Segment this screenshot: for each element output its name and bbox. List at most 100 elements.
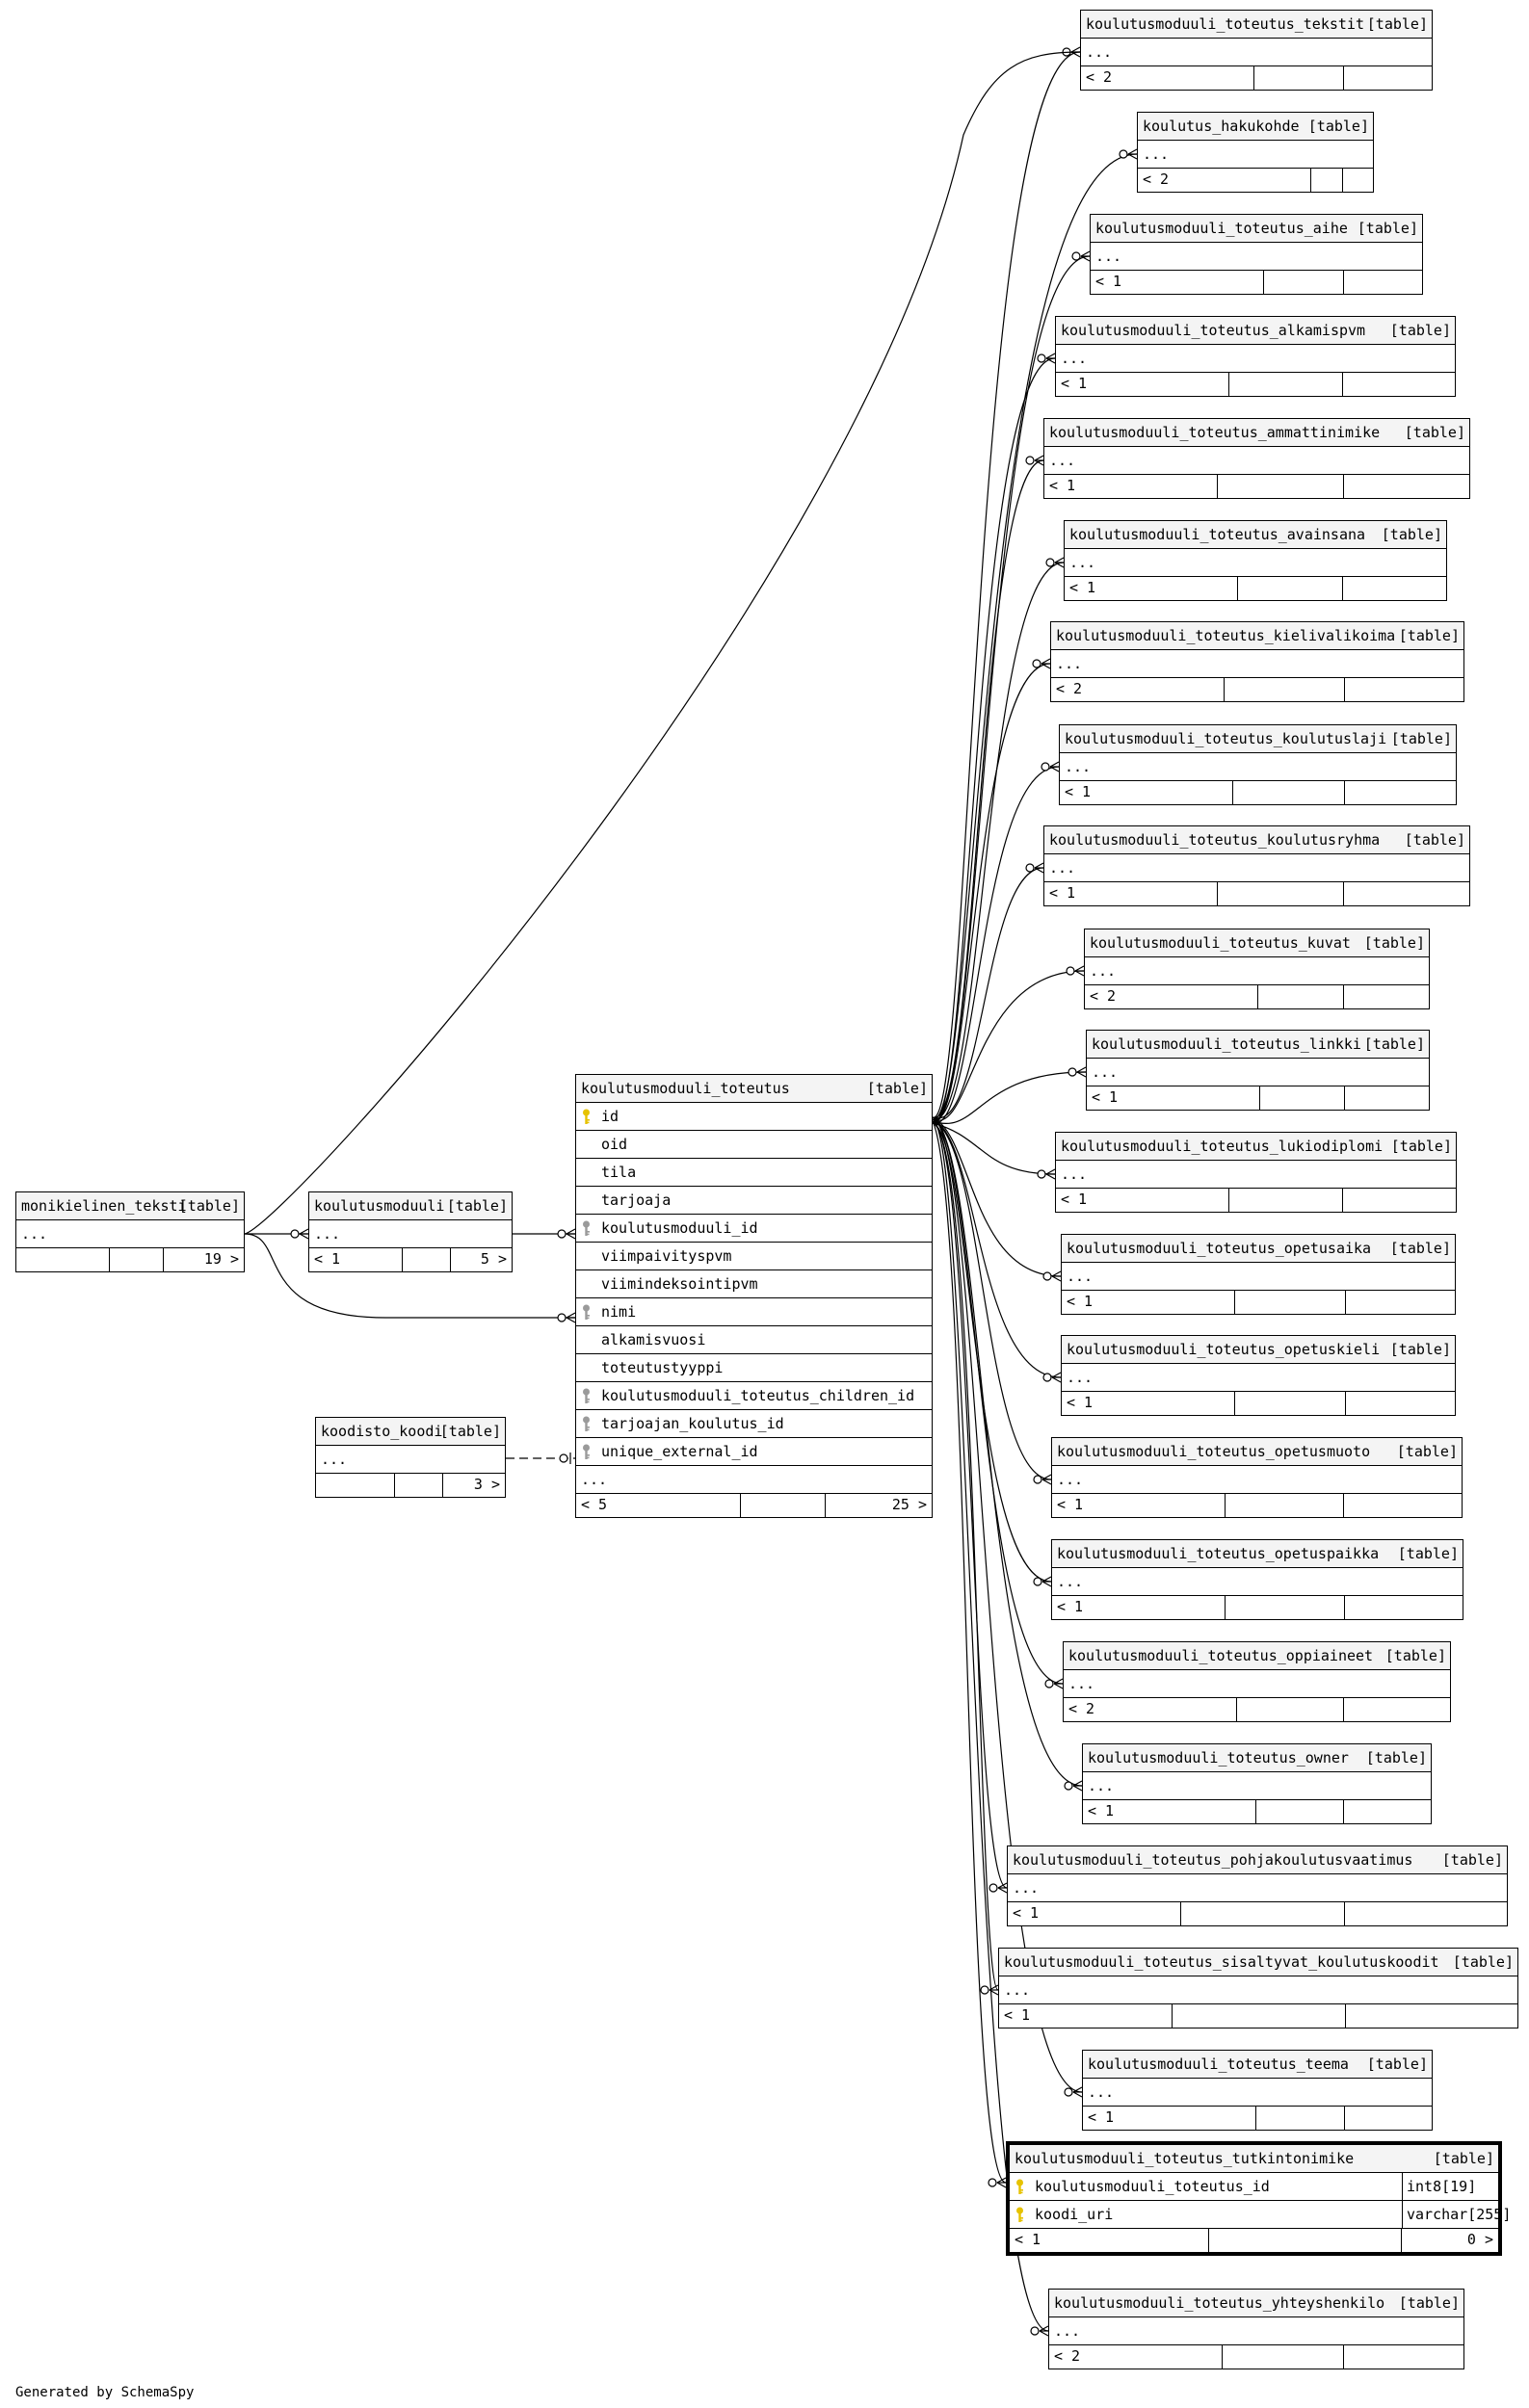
more-columns: ... — [1052, 1466, 1462, 1494]
children-count[interactable] — [1344, 271, 1422, 294]
footer-spacer — [1218, 882, 1344, 905]
table-koulutusmoduuli-toteutus-koulutusryhma[interactable]: koulutusmoduuli_toteutus_koulutusryhma[t… — [1043, 825, 1470, 906]
column-row[interactable]: unique_external_id — [576, 1438, 932, 1466]
table-koulutusmoduuli-toteutus-ammattinimike[interactable]: koulutusmoduuli_toteutus_ammattinimike[t… — [1043, 418, 1470, 499]
table-koulutusmoduuli-toteutus-sisaltyvat-koulutuskoodit[interactable]: koulutusmoduuli_toteutus_sisaltyvat_koul… — [998, 1948, 1518, 2028]
table-koulutusmoduuli-toteutus-kielivalikoima[interactable]: koulutusmoduuli_toteutus_kielivalikoima[… — [1050, 621, 1464, 702]
table-koulutusmoduuli-toteutus-pohjakoulutusvaatimus[interactable]: koulutusmoduuli_toteutus_pohjakoulutusva… — [1007, 1845, 1508, 1926]
children-count[interactable] — [1344, 882, 1469, 905]
parents-count[interactable]: < 1 — [1044, 475, 1218, 498]
children-count[interactable] — [1344, 1494, 1462, 1517]
parents-count[interactable]: < 2 — [1051, 678, 1225, 701]
table-koulutusmoduuli-toteutus-kuvat[interactable]: koulutusmoduuli_toteutus_kuvat[table]...… — [1084, 929, 1430, 1009]
children-count[interactable] — [1345, 1902, 1507, 1925]
parents-count[interactable]: < 1 — [1056, 373, 1229, 396]
column-row[interactable]: viimindeksointipvm — [576, 1270, 932, 1298]
column-row[interactable]: id — [576, 1103, 932, 1131]
children-count[interactable] — [1345, 678, 1463, 701]
children-count[interactable] — [1346, 2004, 1517, 2028]
children-count[interactable] — [1344, 1800, 1431, 1823]
parents-count[interactable]: < 1 — [1044, 882, 1218, 905]
children-count[interactable] — [1344, 985, 1429, 1008]
parents-count[interactable]: < 1 — [1010, 2229, 1209, 2252]
table-koulutusmoduuli-toteutus-linkki[interactable]: koulutusmoduuli_toteutus_linkki[table]..… — [1086, 1030, 1430, 1111]
parents-count[interactable]: < 1 — [1087, 1086, 1260, 1110]
parents-count[interactable]: < 1 — [1062, 1291, 1235, 1314]
parents-count[interactable]: < 1 — [1052, 1494, 1226, 1517]
column-row[interactable]: oid — [576, 1131, 932, 1159]
children-count[interactable] — [1345, 1086, 1429, 1110]
table-koulutusmoduuli[interactable]: koulutusmoduuli [table] ... < 1 5 > — [308, 1191, 513, 1272]
children-count[interactable] — [1345, 781, 1456, 804]
table-koulutusmoduuli-toteutus-opetuspaikka[interactable]: koulutusmoduuli_toteutus_opetuspaikka[ta… — [1051, 1539, 1463, 1620]
parents-count[interactable] — [16, 1248, 110, 1271]
children-count[interactable] — [1344, 66, 1432, 90]
column-row[interactable]: toteutustyyppi — [576, 1354, 932, 1382]
table-koodisto-koodi[interactable]: koodisto_koodi [table] ... 3 > — [315, 1417, 506, 1498]
column-row[interactable]: koulutusmoduuli_id — [576, 1215, 932, 1243]
table-koulutusmoduuli-toteutus-opetuskieli[interactable]: koulutusmoduuli_toteutus_opetuskieli[tab… — [1061, 1335, 1456, 1416]
children-count[interactable] — [1344, 2345, 1463, 2369]
parents-count[interactable]: < 2 — [1081, 66, 1254, 90]
table-tutkintonimike[interactable]: koulutusmoduuli_toteutus_tutkintonimike … — [1006, 2141, 1511, 2256]
parents-count[interactable]: < 2 — [1085, 985, 1258, 1008]
table-koulutusmoduuli-toteutus-tekstit[interactable]: koulutusmoduuli_toteutus_tekstit[table].… — [1080, 10, 1433, 91]
column-row[interactable]: alkamisvuosi — [576, 1326, 932, 1354]
children-count[interactable]: 3 > — [473, 1476, 500, 1493]
children-count[interactable] — [1345, 1596, 1463, 1619]
table-koulutusmoduuli-toteutus-aihe[interactable]: koulutusmoduuli_toteutus_aihe[table]...<… — [1090, 214, 1423, 295]
table-koulutusmoduuli-toteutus-opetusmuoto[interactable]: koulutusmoduuli_toteutus_opetusmuoto[tab… — [1051, 1437, 1463, 1518]
children-count[interactable] — [1344, 475, 1469, 498]
children-count[interactable]: 5 > — [480, 1250, 507, 1268]
parents-count[interactable]: < 1 — [1008, 1902, 1181, 1925]
parents-count[interactable]: < 2 — [1138, 169, 1311, 192]
parents-count[interactable]: < 2 — [1049, 2345, 1223, 2369]
children-count[interactable] — [1345, 2107, 1432, 2130]
parents-count[interactable]: < 1 — [999, 2004, 1173, 2028]
children-count[interactable]: 25 > — [891, 1496, 927, 1513]
table-koulutusmoduuli-toteutus-avainsana[interactable]: koulutusmoduuli_toteutus_avainsana[table… — [1064, 520, 1447, 601]
parents-count[interactable]: < 1 — [309, 1248, 403, 1271]
table-koulutusmoduuli-toteutus-opetusaika[interactable]: koulutusmoduuli_toteutus_opetusaika[tabl… — [1061, 1234, 1456, 1315]
parents-count[interactable]: < 1 — [1056, 1189, 1229, 1212]
parents-count[interactable]: < 5 — [576, 1494, 741, 1517]
table-koulutusmoduuli-toteutus-owner[interactable]: koulutusmoduuli_toteutus_owner[table]...… — [1082, 1743, 1432, 1824]
children-count[interactable] — [1343, 577, 1446, 600]
children-count[interactable] — [1346, 1291, 1455, 1314]
table-footer: < 1 — [1062, 1291, 1455, 1314]
parents-count[interactable]: < 1 — [1062, 1392, 1235, 1415]
parents-count[interactable]: < 1 — [1065, 577, 1238, 600]
children-count[interactable]: 19 > — [203, 1250, 239, 1268]
column-row[interactable]: nimi — [576, 1298, 932, 1326]
children-count[interactable]: 0 > — [1466, 2231, 1493, 2248]
parents-count[interactable]: < 1 — [1083, 1800, 1256, 1823]
parents-count[interactable]: < 1 — [1091, 271, 1264, 294]
table-koulutusmoduuli-toteutus-lukiodiplomi[interactable]: koulutusmoduuli_toteutus_lukiodiplomi[ta… — [1055, 1132, 1457, 1213]
children-count[interactable] — [1344, 1698, 1450, 1721]
column-row[interactable]: tila — [576, 1159, 932, 1187]
table-monikielinen-teksti[interactable]: monikielinen_teksti [table] ... 19 > — [15, 1191, 245, 1272]
table-koulutusmoduuli-toteutus-alkamispvm[interactable]: koulutusmoduuli_toteutus_alkamispvm[tabl… — [1055, 316, 1456, 397]
children-count[interactable] — [1343, 373, 1455, 396]
parents-count[interactable]: < 2 — [1064, 1698, 1237, 1721]
table-koulutusmoduuli-toteutus-koulutuslaji[interactable]: koulutusmoduuli_toteutus_koulutuslaji[ta… — [1059, 724, 1457, 805]
column-row[interactable]: tarjoajan_koulutus_id — [576, 1410, 932, 1438]
table-name: koulutusmoduuli_toteutus_owner — [1088, 1749, 1349, 1767]
column-row[interactable]: koulutusmoduuli_toteutus_children_id — [576, 1382, 932, 1410]
children-count[interactable] — [1343, 169, 1373, 192]
column-row[interactable]: viimpaivityspvm — [576, 1243, 932, 1270]
table-koulutusmoduuli-toteutus-teema[interactable]: koulutusmoduuli_toteutus_teema[table]...… — [1082, 2050, 1433, 2131]
parents-count[interactable]: < 1 — [1052, 1596, 1226, 1619]
parents-count[interactable] — [316, 1474, 395, 1497]
children-count[interactable] — [1343, 1189, 1456, 1212]
parents-count[interactable]: < 1 — [1083, 2107, 1256, 2130]
table-koulutusmoduuli-toteutus-yhteyshenkilo[interactable]: koulutusmoduuli_toteutus_yhteyshenkilo[t… — [1048, 2289, 1464, 2369]
parents-count[interactable]: < 1 — [1060, 781, 1233, 804]
column-row[interactable]: tarjoaja — [576, 1187, 932, 1215]
table-koulutusmoduuli-toteutus-oppiaineet[interactable]: koulutusmoduuli_toteutus_oppiaineet[tabl… — [1063, 1641, 1451, 1722]
table-koulutus-hakukohde[interactable]: koulutus_hakukohde[table]...< 2 — [1137, 112, 1374, 193]
children-count[interactable] — [1346, 1392, 1455, 1415]
